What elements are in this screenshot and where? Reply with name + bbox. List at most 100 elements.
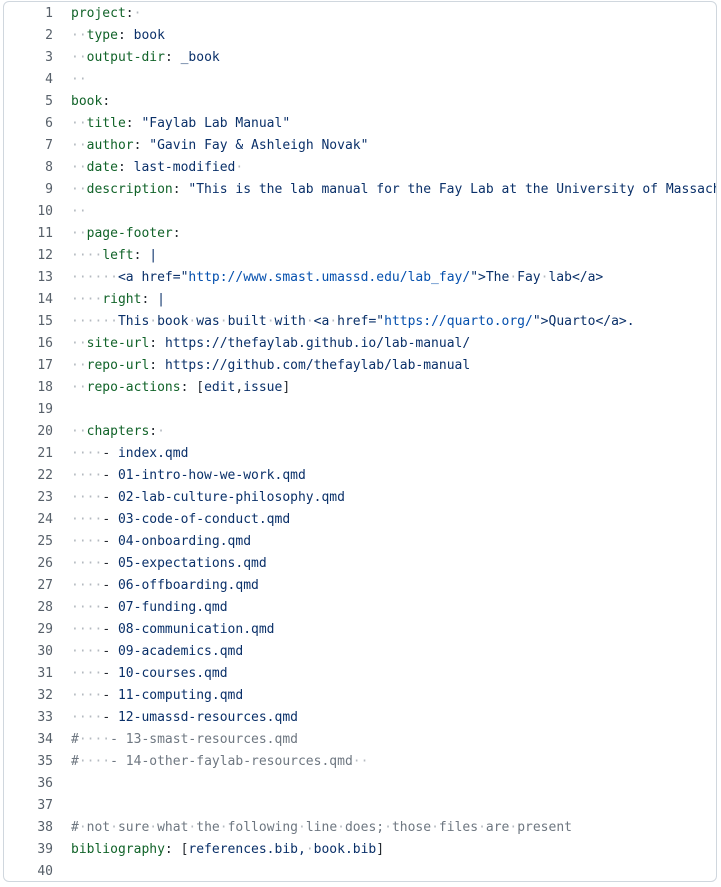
code-line[interactable]: 32····- 11-computing.qmd: [4, 685, 716, 707]
line-content[interactable]: ····right: |: [54, 289, 716, 311]
line-number[interactable]: 39: [37, 842, 53, 857]
code-line[interactable]: 2··type: book: [4, 25, 716, 47]
line-content[interactable]: ····- 06-offboarding.qmd: [54, 575, 716, 597]
code-line[interactable]: 25····- 04-onboarding.qmd: [4, 531, 716, 553]
line-content[interactable]: ··: [54, 201, 716, 223]
code-line[interactable]: 40: [4, 861, 716, 881]
code-line[interactable]: 22····- 01-intro-how-we-work.qmd: [4, 465, 716, 487]
line-number[interactable]: 36: [37, 776, 53, 791]
line-number[interactable]: 12: [37, 248, 53, 263]
code-line[interactable]: 9··description: "This is the lab manual …: [4, 179, 716, 201]
code-line[interactable]: 34#····- 13-smast-resources.qmd: [4, 729, 716, 751]
code-line[interactable]: 35#····- 14-other-faylab-resources.qmd··: [4, 751, 716, 773]
line-number[interactable]: 37: [37, 798, 53, 813]
line-number[interactable]: 27: [37, 578, 53, 593]
line-number[interactable]: 8: [45, 160, 53, 175]
line-number[interactable]: 1: [45, 6, 53, 21]
line-content[interactable]: [54, 861, 716, 881]
code-line[interactable]: 24····- 03-code-of-conduct.qmd: [4, 509, 716, 531]
line-content[interactable]: book:: [54, 91, 716, 113]
code-line[interactable]: 11··page-footer:: [4, 223, 716, 245]
code-line[interactable]: 3··output-dir: _book: [4, 47, 716, 69]
line-content[interactable]: [54, 795, 716, 817]
line-number[interactable]: 9: [45, 182, 53, 197]
line-number[interactable]: 30: [37, 644, 53, 659]
line-number[interactable]: 24: [37, 512, 53, 527]
line-content[interactable]: ····- 05-expectations.qmd: [54, 553, 716, 575]
code-line[interactable]: 20··chapters:·: [4, 421, 716, 443]
line-number[interactable]: 6: [45, 116, 53, 131]
line-number[interactable]: 20: [37, 424, 53, 439]
code-line[interactable]: 30····- 09-academics.qmd: [4, 641, 716, 663]
line-number[interactable]: 35: [37, 754, 53, 769]
line-content[interactable]: ····left: |: [54, 245, 716, 267]
code-line[interactable]: 37: [4, 795, 716, 817]
code-line[interactable]: 21····- index.qmd: [4, 443, 716, 465]
line-number[interactable]: 10: [37, 204, 53, 219]
line-number[interactable]: 5: [45, 94, 53, 109]
code-line[interactable]: 10··: [4, 201, 716, 223]
code-line[interactable]: 7··author: "Gavin Fay & Ashleigh Novak": [4, 135, 716, 157]
code-line[interactable]: 23····- 02-lab-culture-philosophy.qmd: [4, 487, 716, 509]
code-line[interactable]: 26····- 05-expectations.qmd: [4, 553, 716, 575]
line-number[interactable]: 16: [37, 336, 53, 351]
line-content[interactable]: ··: [54, 69, 716, 91]
line-number[interactable]: 18: [37, 380, 53, 395]
line-number[interactable]: 22: [37, 468, 53, 483]
line-content[interactable]: ··author: "Gavin Fay & Ashleigh Novak": [54, 135, 716, 157]
code-line[interactable]: 6··title: "Faylab Lab Manual": [4, 113, 716, 135]
line-content[interactable]: ··output-dir: _book: [54, 47, 716, 69]
code-line[interactable]: 28····- 07-funding.qmd: [4, 597, 716, 619]
line-content[interactable]: #·not·sure·what·the·following·line·does;…: [54, 817, 716, 839]
line-content[interactable]: #····- 14-other-faylab-resources.qmd··: [54, 751, 716, 773]
line-content[interactable]: ······<a href="http://www.smast.umassd.e…: [54, 267, 716, 289]
line-content[interactable]: ····- 10-courses.qmd: [54, 663, 716, 685]
code-line[interactable]: 14····right: |: [4, 289, 716, 311]
code-line[interactable]: 33····- 12-umassd-resources.qmd: [4, 707, 716, 729]
code-line[interactable]: 19: [4, 399, 716, 421]
line-number[interactable]: 29: [37, 622, 53, 637]
line-number[interactable]: 21: [37, 446, 53, 461]
line-number[interactable]: 19: [37, 402, 53, 417]
line-content[interactable]: ··type: book: [54, 25, 716, 47]
line-content[interactable]: [54, 399, 716, 421]
line-number[interactable]: 3: [45, 50, 53, 65]
line-number[interactable]: 28: [37, 600, 53, 615]
code-line[interactable]: 13······<a href="http://www.smast.umassd…: [4, 267, 716, 289]
line-content[interactable]: ····- 12-umassd-resources.qmd: [54, 707, 716, 729]
line-content[interactable]: ····- 08-communication.qmd: [54, 619, 716, 641]
line-content[interactable]: ··repo-actions: [edit,issue]: [54, 377, 716, 399]
code-line[interactable]: 31····- 10-courses.qmd: [4, 663, 716, 685]
line-content[interactable]: ····- index.qmd: [54, 443, 716, 465]
line-number[interactable]: 31: [37, 666, 53, 681]
line-content[interactable]: ····- 01-intro-how-we-work.qmd: [54, 465, 716, 487]
line-number[interactable]: 23: [37, 490, 53, 505]
line-content[interactable]: #····- 13-smast-resources.qmd: [54, 729, 716, 751]
line-content[interactable]: ··title: "Faylab Lab Manual": [54, 113, 716, 135]
line-number[interactable]: 15: [37, 314, 53, 329]
line-number[interactable]: 11: [37, 226, 53, 241]
line-number[interactable]: 14: [37, 292, 53, 307]
code-line[interactable]: 8··date: last-modified·: [4, 157, 716, 179]
line-content[interactable]: ····- 11-computing.qmd: [54, 685, 716, 707]
code-line[interactable]: 16··site-url: https://thefaylab.github.i…: [4, 333, 716, 355]
code-line[interactable]: 36: [4, 773, 716, 795]
line-content[interactable]: project:·: [54, 3, 716, 25]
line-content[interactable]: ····- 04-onboarding.qmd: [54, 531, 716, 553]
line-number[interactable]: 2: [45, 28, 53, 43]
line-content[interactable]: ····- 07-funding.qmd: [54, 597, 716, 619]
line-content[interactable]: ··repo-url: https://github.com/thefaylab…: [54, 355, 716, 377]
code-line[interactable]: 15······This·book·was·built·with·<a·href…: [4, 311, 716, 333]
code-line[interactable]: 29····- 08-communication.qmd: [4, 619, 716, 641]
line-number[interactable]: 33: [37, 710, 53, 725]
line-content[interactable]: [54, 773, 716, 795]
line-content[interactable]: ··site-url: https://thefaylab.github.io/…: [54, 333, 716, 355]
line-number[interactable]: 26: [37, 556, 53, 571]
code-line[interactable]: 4··: [4, 69, 716, 91]
code-line[interactable]: 12····left: |: [4, 245, 716, 267]
